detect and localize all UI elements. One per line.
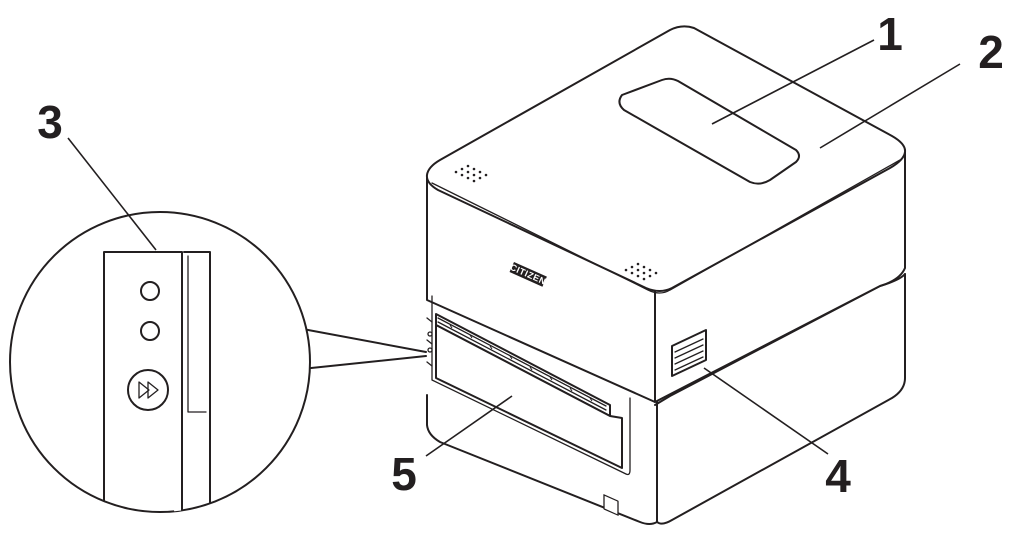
front-cover bbox=[435, 324, 623, 469]
fast-forward-icon bbox=[138, 381, 159, 399]
zoom-connector-bottom bbox=[291, 355, 427, 371]
printer: CITIZEN bbox=[425, 25, 907, 525]
power-led-icon bbox=[140, 281, 160, 301]
base-side-face bbox=[656, 273, 906, 525]
callout-5: 5 bbox=[391, 448, 417, 500]
magnified-panel bbox=[9, 211, 427, 513]
vent-dots-left bbox=[454, 164, 488, 183]
callout-3: 3 bbox=[37, 96, 63, 148]
tear-bar bbox=[437, 317, 607, 411]
side-cover-release bbox=[671, 329, 707, 377]
leader-lines bbox=[67, 39, 961, 457]
status-led-icon bbox=[140, 321, 160, 341]
callout-labels: 1 2 3 4 5 bbox=[37, 8, 1004, 502]
callout-4: 4 bbox=[825, 450, 851, 502]
top-cover-edge bbox=[431, 159, 901, 294]
callout-2: 2 bbox=[978, 26, 1004, 78]
tear-bar-teeth bbox=[449, 324, 593, 402]
zoom-connector-top bbox=[291, 326, 427, 353]
panel-bevel bbox=[187, 255, 207, 413]
panel-edge bbox=[183, 251, 211, 512]
callout-1: 1 bbox=[877, 8, 903, 60]
top-cover-window bbox=[618, 77, 800, 185]
base-indicator-square bbox=[603, 494, 619, 516]
front-side-panel bbox=[426, 317, 433, 367]
paper-outlet-frame bbox=[431, 295, 631, 476]
vent-dots-right bbox=[624, 262, 658, 281]
housing-side-face bbox=[654, 149, 906, 403]
